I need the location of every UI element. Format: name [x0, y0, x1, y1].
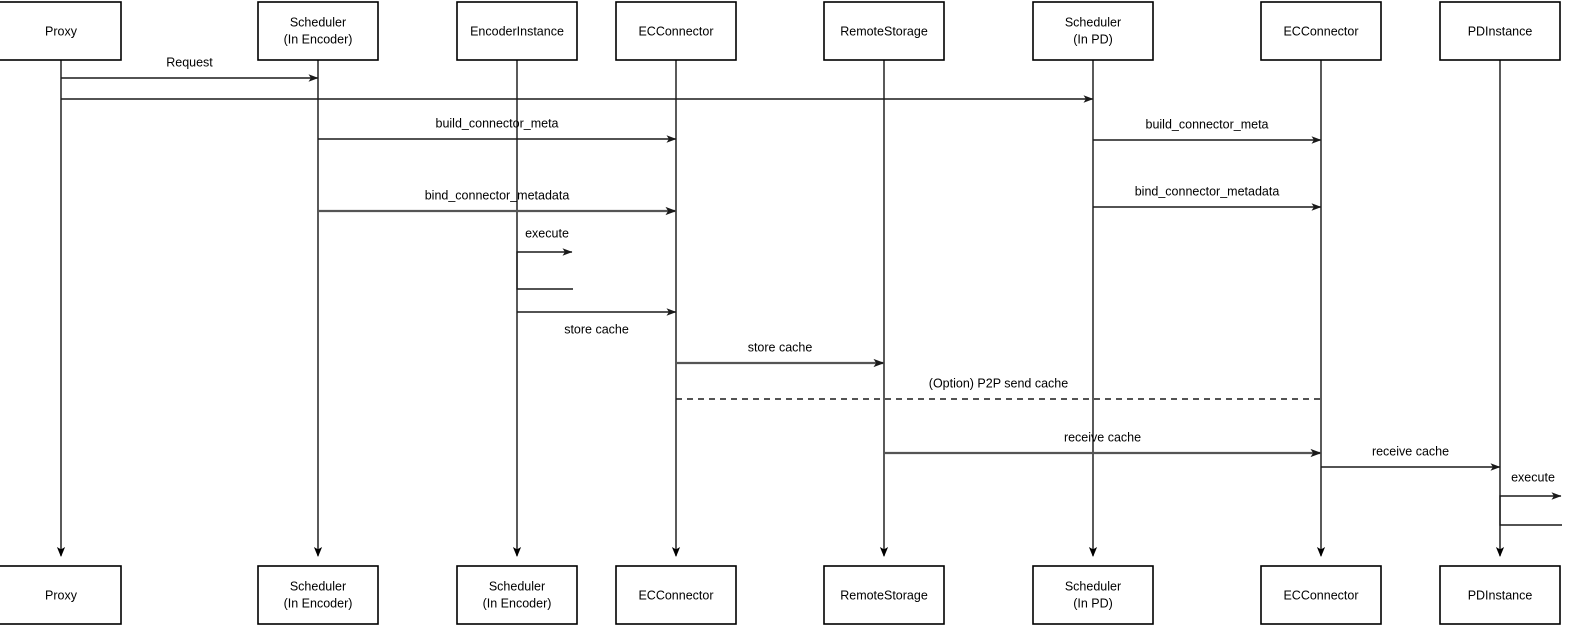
- participant-label: ECConnector: [638, 24, 713, 38]
- self-messages-layer: execute execute: [516, 226, 1562, 526]
- bottom-participant-pdinst[interactable]: PDInstance: [1439, 565, 1561, 625]
- participant-label: RemoteStorage: [840, 588, 928, 602]
- top-participant-remote[interactable]: RemoteStorage: [823, 1, 945, 61]
- bottom-participant-proxy[interactable]: Proxy: [0, 565, 122, 625]
- lifelines-layer: [56, 60, 1505, 557]
- participant-label-line1: Scheduler: [1065, 15, 1121, 29]
- message-label: bind_connector_metadata: [1135, 184, 1280, 198]
- message-m6[interactable]: bind_connector_metadata: [1093, 184, 1322, 211]
- message-label: bind_connector_metadata: [425, 188, 570, 202]
- bottom-participant-ecconn_left[interactable]: ECConnector: [615, 565, 737, 625]
- top-participant-pdinst[interactable]: PDInstance: [1439, 1, 1561, 61]
- message-m4[interactable]: build_connector_meta: [1093, 117, 1322, 144]
- bottom-participant-enc_inst[interactable]: Scheduler (In Encoder): [456, 565, 578, 625]
- top-participant-enc_inst[interactable]: EncoderInstance: [456, 1, 578, 61]
- self-message-path: [1499, 492, 1562, 526]
- message-m3[interactable]: build_connector_meta: [318, 116, 677, 143]
- participant-label: Proxy: [45, 24, 78, 38]
- self-message-path: [516, 248, 573, 290]
- participant-label: EncoderInstance: [470, 24, 564, 38]
- participant-label-line2: (In Encoder): [284, 32, 353, 46]
- message-label: build_connector_meta: [1146, 117, 1269, 131]
- bottom-participant-sched_pd[interactable]: Scheduler (In PD): [1032, 565, 1154, 625]
- participant-label: PDInstance: [1468, 588, 1533, 602]
- top-participant-sched_pd[interactable]: Scheduler (In PD): [1032, 1, 1154, 61]
- top-participant-boxes: Proxy Scheduler (In Encoder) EncoderInstanc…: [0, 1, 1561, 61]
- self-message-s2[interactable]: execute: [1499, 470, 1562, 526]
- message-m1[interactable]: Request: [61, 55, 319, 82]
- message-label: build_connector_meta: [436, 116, 559, 130]
- message-m9[interactable]: (Option) P2P send cache: [676, 376, 1321, 400]
- self-message-s1[interactable]: execute: [516, 226, 573, 290]
- message-label: receive cache: [1064, 430, 1141, 444]
- participant-label: ECConnector: [1283, 24, 1358, 38]
- participant-label: PDInstance: [1468, 24, 1533, 38]
- participant-label-line2: (In PD): [1073, 32, 1113, 46]
- top-participant-proxy[interactable]: Proxy: [0, 1, 122, 61]
- participant-label: ECConnector: [638, 588, 713, 602]
- message-m5[interactable]: bind_connector_metadata: [318, 188, 677, 216]
- participant-label-line1: Scheduler: [290, 579, 346, 593]
- participant-label: Proxy: [45, 588, 78, 602]
- self-message-label: execute: [1511, 470, 1555, 484]
- message-m7[interactable]: store cache: [517, 308, 677, 336]
- top-participant-ecconn_right[interactable]: ECConnector: [1260, 1, 1382, 61]
- bottom-participant-boxes: Proxy Scheduler (In Encoder) Scheduler (In E…: [0, 565, 1561, 625]
- participant-label: ECConnector: [1283, 588, 1358, 602]
- message-m11[interactable]: receive cache: [1321, 444, 1501, 471]
- bottom-participant-remote[interactable]: RemoteStorage: [823, 565, 945, 625]
- message-label: Request: [166, 55, 213, 69]
- message-label: (Option) P2P send cache: [929, 376, 1068, 390]
- participant-label-line1: Scheduler: [489, 579, 545, 593]
- top-participant-ecconn_left[interactable]: ECConnector: [615, 1, 737, 61]
- message-label: store cache: [748, 340, 813, 354]
- bottom-participant-ecconn_right[interactable]: ECConnector: [1260, 565, 1382, 625]
- message-label: store cache: [564, 322, 629, 336]
- message-label: receive cache: [1372, 444, 1449, 458]
- top-participant-sched_enc[interactable]: Scheduler (In Encoder): [257, 1, 379, 61]
- participant-label-line2: (In Encoder): [483, 596, 552, 610]
- participant-label-line2: (In Encoder): [284, 596, 353, 610]
- participant-label-line1: Scheduler: [290, 15, 346, 29]
- participant-label: RemoteStorage: [840, 24, 928, 38]
- self-message-label: execute: [525, 226, 569, 240]
- bottom-participant-sched_enc[interactable]: Scheduler (In Encoder): [257, 565, 379, 625]
- message-m8[interactable]: store cache: [676, 340, 885, 368]
- participant-label-line1: Scheduler: [1065, 579, 1121, 593]
- message-m10[interactable]: receive cache: [884, 430, 1322, 458]
- participant-label-line2: (In PD): [1073, 596, 1113, 610]
- messages-layer: Request build_connector_meta build_connect…: [61, 55, 1501, 471]
